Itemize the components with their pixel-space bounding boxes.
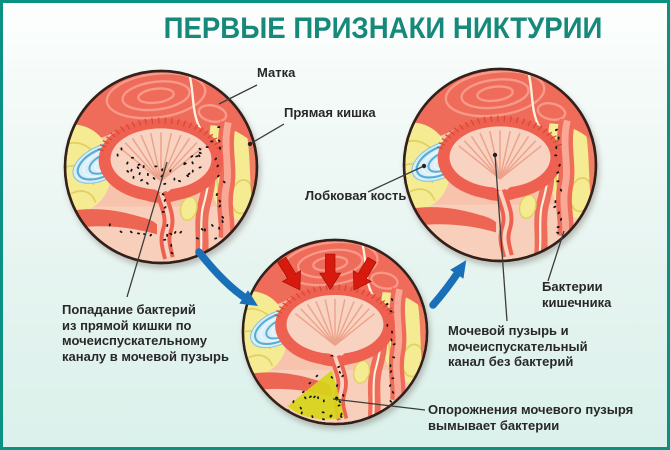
gut-bacteria-label: Бактерии кишечника: [542, 279, 612, 310]
illustration-infected-bladder: [62, 68, 260, 266]
clean-bladder-label: Мочевой пузырь и мочеиспускательный кана…: [448, 323, 588, 369]
uterus-label: Матка: [257, 65, 296, 80]
pubic-bone-label: Лобковая кость: [305, 188, 407, 203]
illustration-bladder-emptying: [240, 237, 430, 427]
illustration-clean-bladder: [401, 66, 599, 264]
bacteria-entry-label: Попадание бактерий из прямой кишки по мо…: [62, 302, 229, 364]
emptying-label: Опорожнения мочевого пузыря вымывает бак…: [428, 402, 634, 433]
rectum-label: Прямая кишка: [284, 105, 376, 120]
page-title: ПЕРВЫЕ ПРИЗНАКИ НИКТУРИИ: [163, 12, 603, 45]
